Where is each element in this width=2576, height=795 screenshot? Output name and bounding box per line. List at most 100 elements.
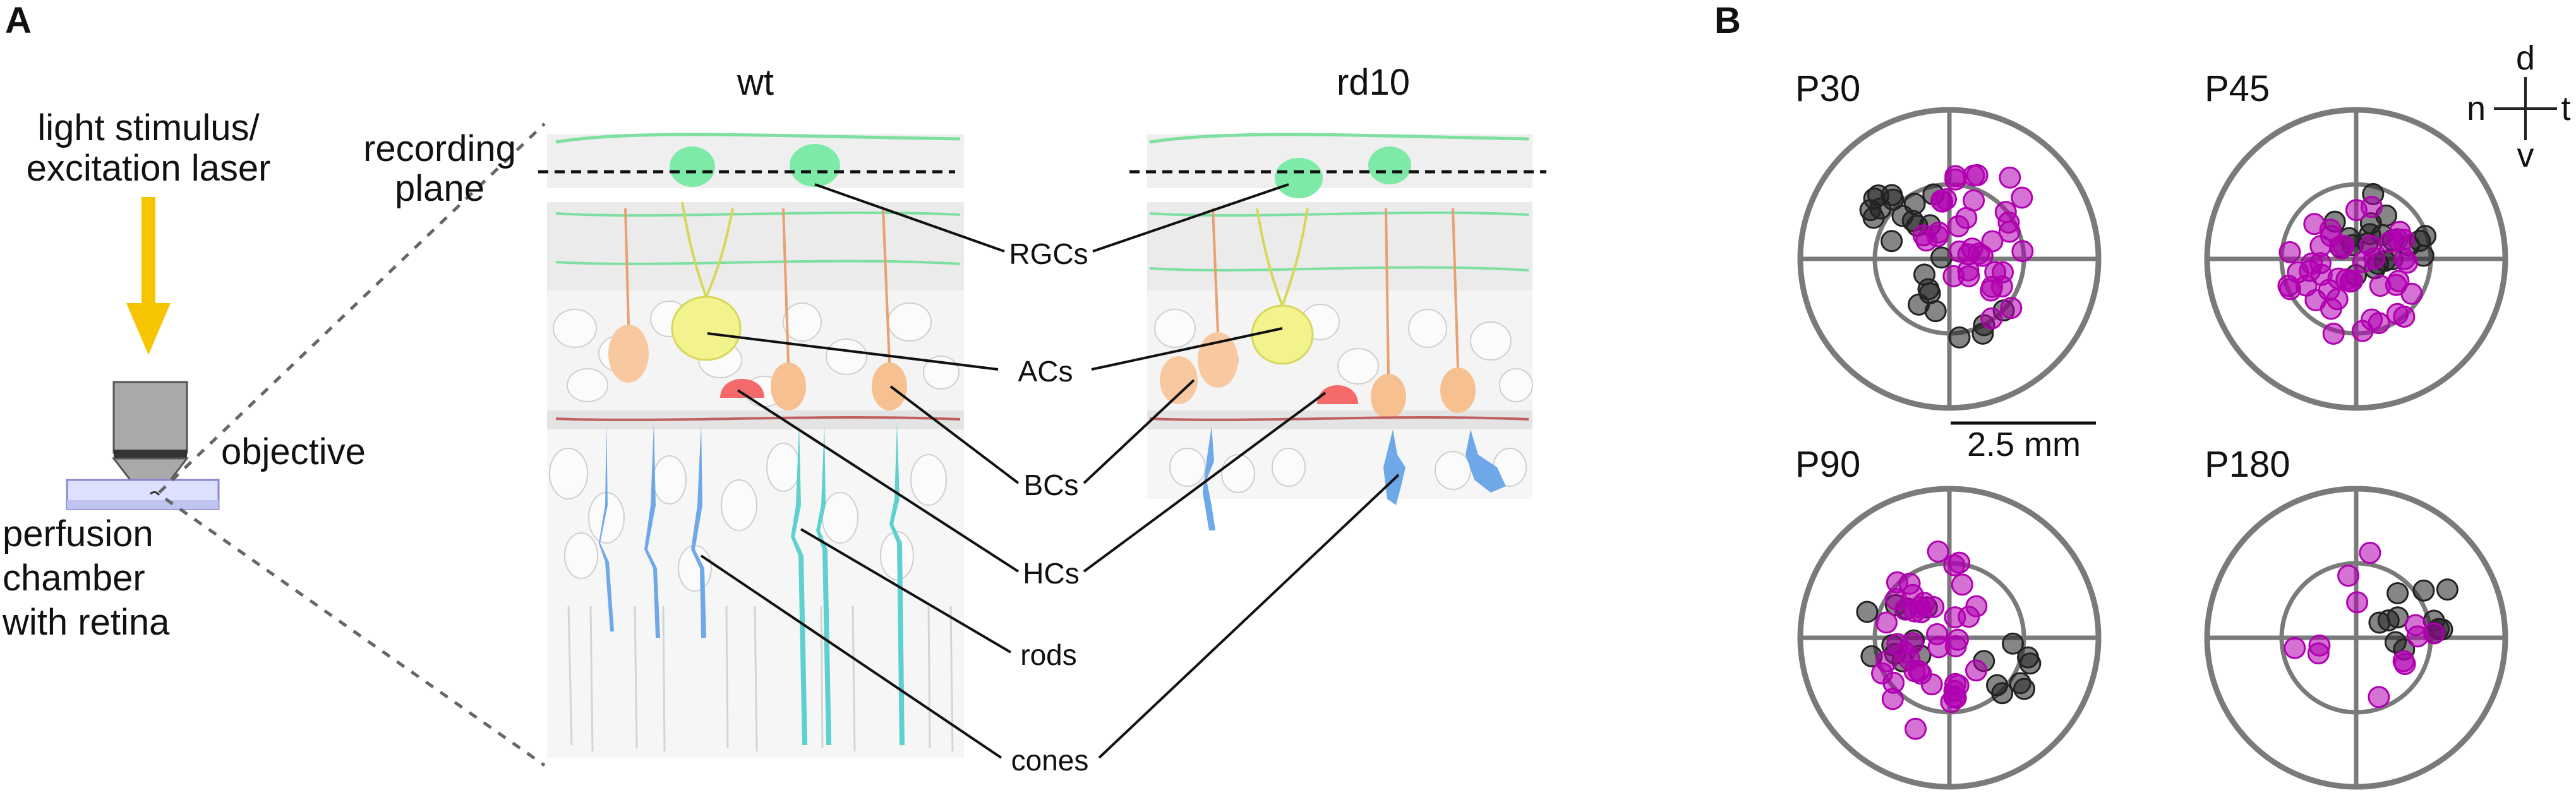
recording-dot-magenta [2284,637,2306,659]
recording-dot-magenta [1951,573,1973,596]
objective-label: objective [221,431,366,472]
recording-dot-magenta [2011,240,2034,263]
recording-dot-magenta [1944,686,1967,709]
recording-dot-black [2384,631,2407,654]
recording-dot-magenta [2392,650,2415,672]
recording-dot-magenta [2369,275,2392,297]
recording-dot-magenta [1912,224,1935,247]
recording-dot-magenta [1901,632,1924,655]
chamber-label-line1: perfusion [3,513,153,554]
recording-dot-magenta [2295,274,2318,297]
recording-dot-magenta [2346,591,2369,614]
recording-dot-magenta [1871,662,1893,684]
plot-label-p180: P180 [2205,444,2290,485]
plot-label-p30: P30 [1795,68,1860,109]
plot-label-p45: P45 [2205,68,2270,109]
cell-label-cones: cones [1011,744,1089,777]
chamber-label-line2: chamber [3,558,145,599]
recording-label-line2: plane [395,168,485,209]
objective-icon [111,381,190,487]
recording-dot-magenta [2351,320,2374,342]
recording-dot-magenta [2400,282,2423,305]
recording-dot-magenta [2335,268,2358,290]
cell-label-acs: ACs [1018,355,1073,388]
recording-dot-magenta [2345,199,2368,222]
plot-label-p90: P90 [1795,444,1860,485]
recording-dot-black [1903,193,1926,215]
recording-dot-magenta [1943,554,1966,577]
panel-a-letter: A [5,0,32,41]
recording-dot-black [2002,632,2024,655]
stimulus-label-line2: excitation laser [27,148,271,189]
compass-v: v [2517,136,2534,174]
recording-dot-magenta [2359,542,2381,564]
retina-wt-label: wt [737,62,774,103]
recording-dot-black [2019,652,2042,675]
cell-label-rods: rods [1020,638,1076,671]
recording-dot-magenta [2386,302,2409,325]
cell-label-rgcs: RGCs [1009,237,1088,270]
recording-dot-magenta [1886,571,1908,594]
recording-dot-black [1924,300,1947,323]
recording-dot-magenta [2278,241,2301,263]
recording-dot-magenta [1944,635,1967,657]
recording-dot-magenta [1963,164,1985,187]
recording-dot-magenta [2326,288,2349,311]
recording-dot-black [1863,188,1886,210]
recording-dot-magenta [1930,189,1953,212]
recording-dot-magenta [2386,228,2409,251]
panel-b-letter: B [1714,0,1741,41]
stimulus-label-line1: light stimulus/ [37,107,260,148]
cell-label-hcs: HCs [1023,557,1079,590]
polar-plot-p90 [1797,486,2102,790]
stimulus-arrow-icon [126,197,171,355]
recording-dot-magenta [1903,660,1926,683]
recording-dot-black [2436,578,2459,601]
zoom-line-bottom [164,497,546,767]
recording-dot-black [1986,674,2008,696]
recording-dot-magenta [1944,165,1967,188]
zoom-line-top [158,123,546,494]
recording-dot-magenta [1942,265,1965,287]
retina-wt-diagram [547,133,964,758]
recording-dot-magenta [2352,251,2374,273]
compass-n: n [2467,90,2486,128]
recording-dot-magenta [1980,307,2003,330]
recording-dot-magenta [1965,595,1988,618]
recording-label-line1: recording [363,128,516,169]
recording-dot-magenta [2303,213,2326,236]
polar-plots [1797,107,2508,790]
scale-bar-label: 2.5 mm [1967,426,2081,463]
recording-dot-black [1881,230,1903,253]
recording-dot-black [2412,579,2435,602]
recording-dot-magenta [2337,565,2360,587]
orientation-compass: d n t v [2467,39,2571,174]
recording-dot-magenta [1997,211,2020,234]
chamber-icon [66,479,220,510]
recording-dot-black [1948,326,1971,349]
recording-dot-black [1917,278,1940,301]
cell-label-bcs: BCs [1024,469,1079,501]
recording-dot-magenta [2000,297,2023,320]
recording-dot-black [1856,601,1879,623]
recording-dot-black [2009,672,2031,695]
recording-dot-magenta [1905,717,1927,740]
recording-dot-magenta [2332,235,2355,257]
recording-dot-magenta [2393,248,2416,270]
recording-dot-magenta [1984,261,2007,284]
polar-plot-p30 [1797,107,2102,411]
recording-dot-magenta [1875,611,1898,634]
recording-dot-magenta [1965,659,1987,682]
recording-dot-black [2386,582,2409,604]
recording-dot-magenta [2011,186,2033,209]
recording-dot-magenta [2423,622,2445,645]
leader-lines [700,183,1400,759]
recording-dot-magenta [2322,323,2345,345]
polar-plot-p180 [2204,486,2508,790]
compass-t: t [2561,90,2570,128]
recording-dot-magenta [1955,206,1978,229]
recording-dot-magenta [1927,541,1949,563]
recording-dot-magenta [2368,686,2390,708]
retina-rd10-diagram [1147,133,1533,530]
